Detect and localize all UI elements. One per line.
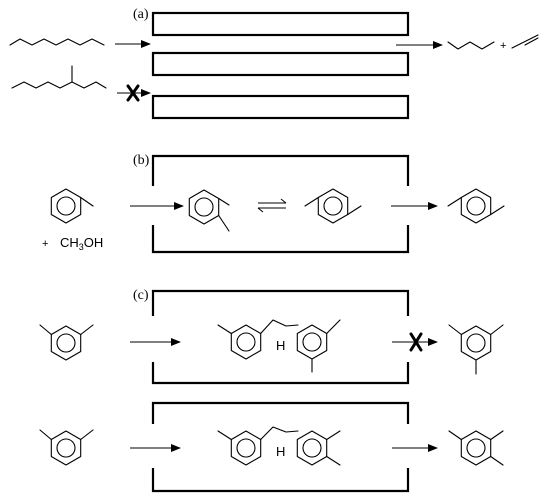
butane-molecule (447, 41, 495, 50)
zeolite-channel-1 (151, 11, 410, 37)
zeolite-cage-c-top (151, 289, 410, 385)
zeolite-cage-c-bottom (151, 401, 410, 493)
blocked-cross-icon (126, 84, 140, 102)
toluene-molecule (50, 188, 94, 224)
plus-sign-b: + (42, 238, 48, 250)
hydrogen-label-top: H (276, 338, 285, 353)
para-xylene-molecule-inside (304, 188, 362, 224)
mesitylene-product (448, 324, 504, 375)
equilibrium-arrows (257, 198, 287, 213)
propylene-molecule (511, 34, 539, 49)
meta-xylene-molecule-top (39, 324, 94, 361)
n-heptane-molecule (9, 38, 105, 46)
ortho-xylene-molecule (188, 189, 230, 232)
branched-alkane-molecule (11, 81, 107, 89)
panel-c: (c) H (39, 288, 504, 493)
panel-b-label: (b) (133, 153, 150, 168)
para-xylene-product (447, 188, 505, 224)
zeolite-cage-b (151, 154, 410, 254)
pseudocumene-product (448, 430, 504, 466)
meta-xylene-molecule-bottom (39, 429, 94, 466)
panel-a-label: (a) (133, 7, 149, 22)
plus-sign-a: + (500, 40, 506, 52)
panel-a: (a) + (9, 7, 539, 120)
panel-c-label: (c) (133, 288, 149, 303)
methanol-formula: CH3OH (60, 235, 103, 252)
panel-b: (b) + CH3OH (42, 153, 505, 254)
zeolite-channel-3 (151, 94, 410, 120)
hydrogen-label-bottom: H (276, 444, 285, 459)
blocked-cross-icon-c (409, 332, 423, 352)
diarylmethane-intermediate-bottom (217, 426, 341, 466)
diarylmethane-intermediate-top (217, 319, 341, 373)
zeolite-channel-2 (151, 51, 410, 77)
